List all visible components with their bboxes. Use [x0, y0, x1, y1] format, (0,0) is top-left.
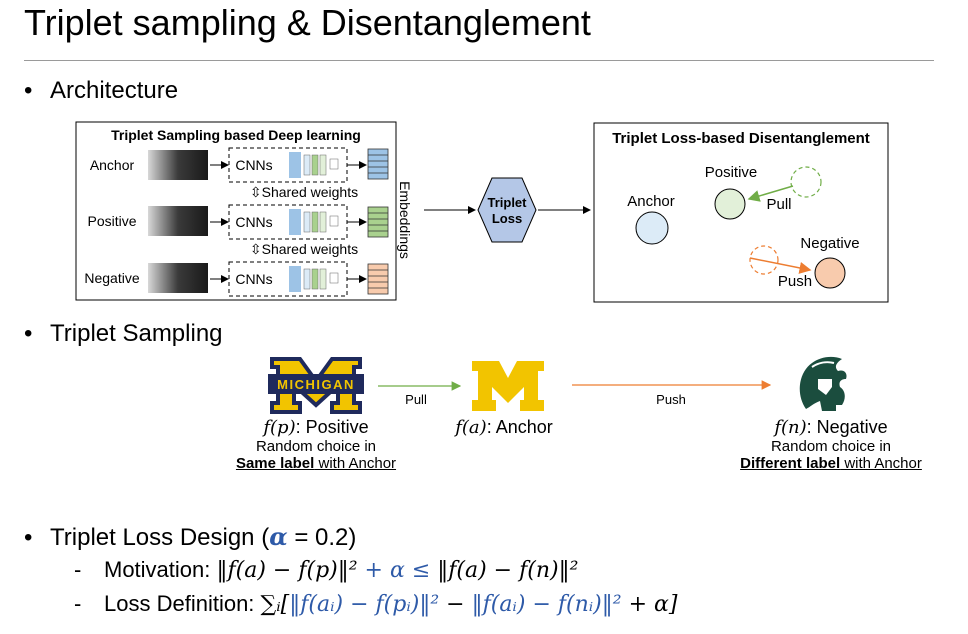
triplet-loss-hexagon [477, 177, 537, 243]
negative-row: Negative CNNs [84, 261, 389, 297]
embeddings-label: Embeddings [397, 181, 413, 259]
bullet-sampling-label: Triplet Sampling [50, 320, 223, 347]
positive-circle [714, 188, 746, 220]
bullet-architecture: • Architecture [24, 77, 178, 105]
disentangle-negative-label: Negative [800, 235, 859, 252]
hex-label-line2: Loss [492, 211, 522, 226]
architecture-diagram: Triplet Sampling based Deep learning Anc… [75, 121, 889, 303]
alpha-symbol: α [269, 522, 288, 551]
negative-tail: with Anchor [840, 455, 922, 472]
definition-term2: ‖f(aᵢ) − f(nᵢ)‖² [471, 592, 622, 617]
positive-desc: Random choice in [255, 438, 377, 455]
sampling-push-label: Push [656, 392, 686, 407]
anchor-func: f(a) [455, 417, 487, 438]
definition-sum: ∑ᵢ[ [260, 592, 290, 617]
anchor-caption: f(a): Anchor [424, 417, 584, 438]
motivation-plus: + α ≤ [357, 558, 438, 583]
loss-definition-line: -Loss Definition: ∑ᵢ[‖f(aᵢ) − f(pᵢ)‖² − … [74, 591, 677, 617]
motivation-label: Motivation: [104, 557, 217, 582]
positive-image [148, 206, 208, 236]
embedding-anchor [367, 148, 389, 180]
sampling-box-title: Triplet Sampling based Deep learning [111, 127, 361, 143]
row-label-negative: Negative [84, 270, 139, 286]
bullet-dot: • [24, 524, 33, 551]
motivation-lhs: ‖f(a) − f(p)‖² [216, 558, 358, 583]
bullet-dot: • [24, 77, 33, 104]
positive-tail: with Anchor [314, 455, 397, 472]
negative-desc: Random choice in [770, 438, 892, 455]
positive-emph: Same label [235, 455, 315, 472]
loss-design-suffix: = 0.2) [287, 524, 357, 551]
page-title: Triplet sampling & Disentanglement [24, 2, 591, 43]
bullet-loss-design: • Triplet Loss Design (α = 0.2) [24, 522, 356, 552]
disentangle-positive-label: Positive [705, 164, 758, 181]
shared-weights-1: ⇳Shared weights [250, 184, 358, 200]
positive-label: : Positive [295, 417, 369, 437]
motivation-rhs: ‖f(a) − f(n)‖² [437, 558, 579, 583]
definition-label: Loss Definition: [104, 591, 261, 616]
dash-marker: - [74, 591, 82, 616]
loss-design-prefix: Triplet Loss Design ( [50, 524, 270, 551]
motivation-line: -Motivation: ‖f(a) − f(p)‖² + α ≤ ‖f(a) … [74, 557, 578, 583]
row-label-positive: Positive [87, 213, 136, 229]
definition-tail: + α] [621, 592, 678, 617]
disentangle-anchor-label: Anchor [627, 193, 675, 210]
positive-func: f(p) [263, 417, 296, 438]
bullet-dot: • [24, 320, 33, 347]
disentangle-pull-label: Pull [766, 196, 791, 213]
anchor-label: : Anchor [486, 417, 553, 437]
negative-image [148, 263, 208, 293]
michigan-banner-text: MICHIGAN [277, 377, 355, 392]
positive-rule: Same label with Anchor [216, 455, 416, 472]
sampling-pull-label: Pull [405, 392, 427, 407]
negative-func: f(n) [774, 417, 807, 438]
negative-ghost-circle [749, 245, 779, 275]
row-label-anchor: Anchor [90, 157, 135, 173]
cnn-label-anchor: CNNs [235, 157, 272, 173]
negative-rule: Different label with Anchor [716, 455, 946, 472]
dash-marker: - [74, 557, 82, 582]
positive-ghost-circle [790, 166, 822, 198]
shared-weights-2: ⇳Shared weights [250, 241, 358, 257]
anchor-circle [635, 211, 669, 245]
bullet-sampling: • Triplet Sampling [24, 320, 223, 348]
embedding-negative [367, 263, 389, 295]
negative-emph: Different label [740, 455, 841, 472]
negative-circle [814, 257, 846, 289]
positive-row: Positive CNNs [87, 204, 389, 240]
anchor-row: Anchor CNNs [90, 147, 389, 183]
spartan-helmet-logo [799, 356, 847, 411]
cnn-label-positive: CNNs [235, 214, 272, 230]
definition-term1: ‖f(aᵢ) − f(pᵢ)‖² [289, 592, 440, 617]
pull-arrow [747, 185, 794, 202]
sampling-box [75, 121, 397, 301]
block-m-logo [472, 361, 544, 411]
bullet-architecture-label: Architecture [50, 77, 179, 104]
positive-caption: f(p): Positive Random choice in Same lab… [216, 417, 416, 472]
sampling-diagram: MICHIGAN Pull Push [268, 356, 847, 414]
title-divider [24, 60, 934, 61]
cnn-label-negative: CNNs [235, 271, 272, 287]
disentanglement-title: Triplet Loss-based Disentanglement [612, 130, 870, 147]
definition-minus: − [439, 592, 472, 617]
negative-label: : Negative [806, 417, 888, 437]
anchor-image [148, 150, 208, 180]
push-arrow [749, 257, 812, 274]
disentangle-push-label: Push [778, 273, 812, 290]
embedding-positive [367, 206, 389, 238]
negative-caption: f(n): Negative Random choice in Differen… [716, 417, 946, 472]
michigan-logo: MICHIGAN [268, 357, 364, 414]
hex-label-line1: Triplet [487, 195, 527, 210]
